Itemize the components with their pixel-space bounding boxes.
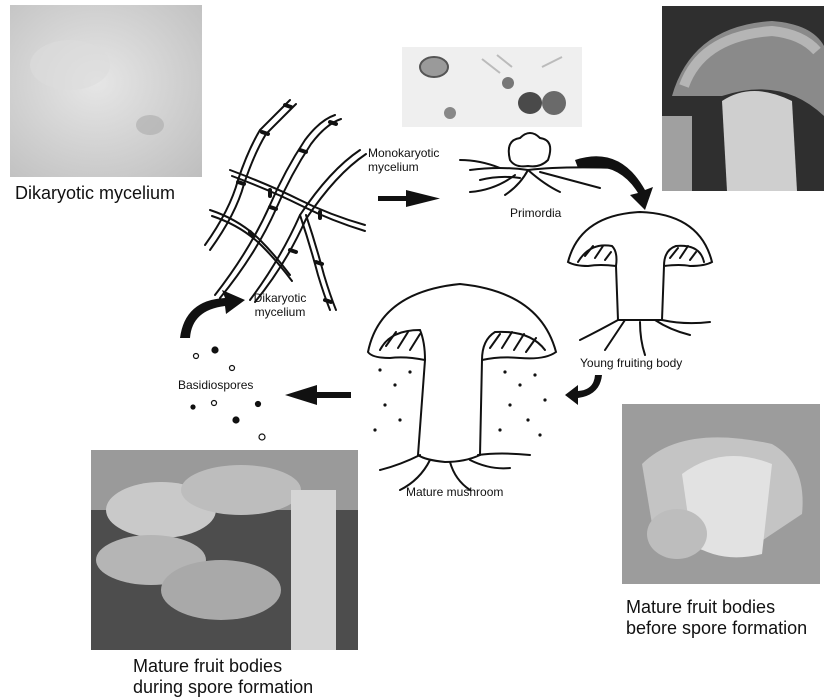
label-mature-mushroom: Mature mushroom	[406, 485, 503, 499]
label-monokaryotic-line2: mycelium	[368, 160, 439, 174]
label-before-spore-line1: Mature fruit bodies	[626, 597, 807, 618]
label-dikaryotic-mycelium-photo: Dikaryotic mycelium	[15, 183, 175, 204]
label-before-spore-formation: Mature fruit bodies before spore formati…	[626, 597, 807, 639]
young-fruiting-body-drawing	[568, 212, 712, 355]
label-primordia: Primordia	[510, 206, 561, 220]
mature-mushroom-drawing	[368, 284, 556, 490]
label-during-spore-line2: during spore formation	[133, 677, 313, 698]
label-before-spore-line2: before spore formation	[626, 618, 807, 639]
label-during-spore-formation: Mature fruit bodies during spore formati…	[133, 656, 313, 698]
label-monokaryotic-line1: Monokaryotic	[368, 146, 439, 160]
label-basidiospores: Basidiospores	[178, 378, 253, 392]
label-dikaryotic-line2: mycelium	[245, 305, 315, 319]
label-young-fruiting-body: Young fruiting body	[580, 356, 682, 370]
hyphae-network	[205, 100, 366, 310]
basidiospores-drawing	[191, 347, 265, 440]
label-monokaryotic-mycelium: Monokaryotic mycelium	[368, 146, 439, 174]
label-dikaryotic-mycelium: Dikaryotic mycelium	[245, 291, 315, 319]
spore-dots	[373, 368, 546, 436]
label-dikaryotic-line1: Dikaryotic	[245, 291, 315, 305]
label-during-spore-line1: Mature fruit bodies	[133, 656, 313, 677]
